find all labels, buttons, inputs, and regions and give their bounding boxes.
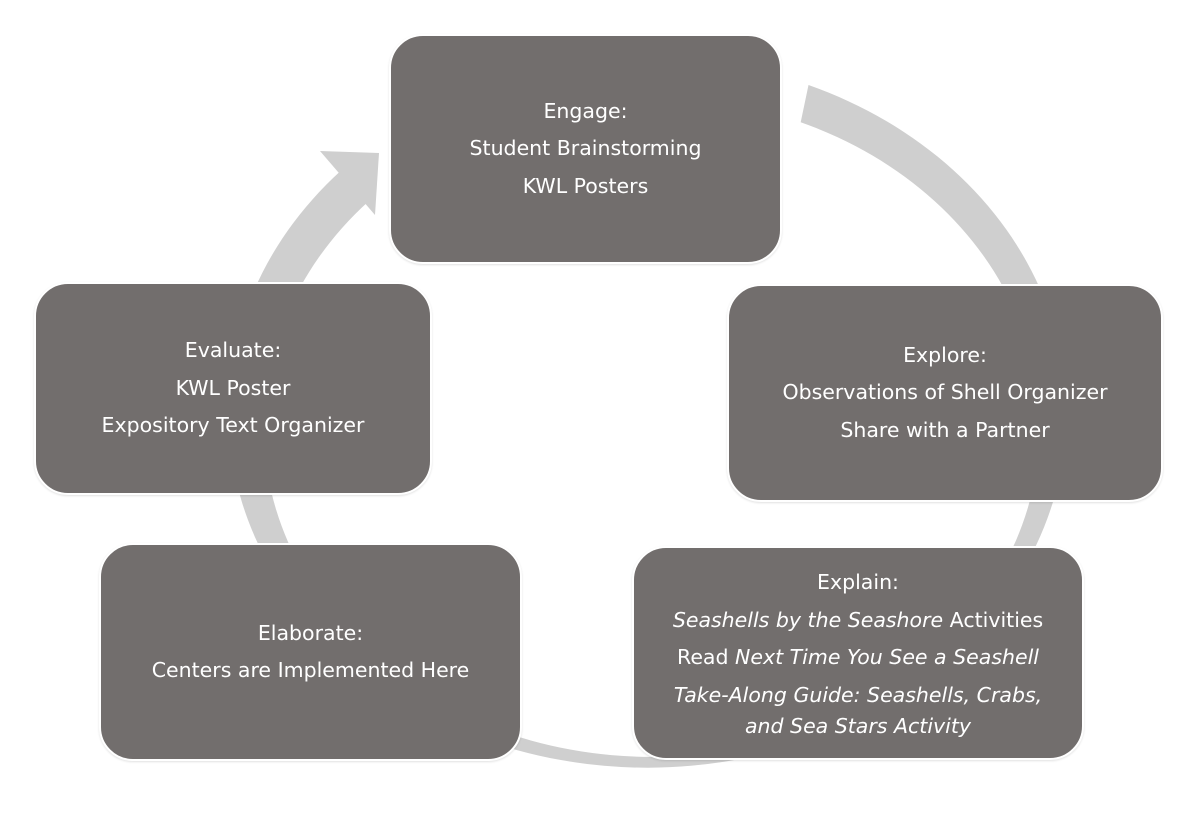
elaborate-title: Elaborate: [257, 620, 364, 645]
elaborate-item-centers: Centers are Implemented Here [151, 658, 470, 682]
engage-item-brainstorming: Student Brainstorming [469, 136, 702, 161]
explain-activities-suffix: Activities [943, 607, 1044, 632]
engage-stage-box: Engage: Student Brainstorming KWL Poster… [389, 34, 782, 264]
explain-title: Explain: [817, 570, 899, 595]
explain-read-prefix: Read [677, 645, 736, 670]
explore-title: Explore: [903, 342, 987, 367]
evaluate-stage-box: Evaluate: KWL Poster Expository Text Org… [34, 282, 432, 495]
explain-book-title-seashore: Seashells by the Seashore [672, 607, 944, 632]
explore-stage-box: Explore: Observations of Shell Organizer… [727, 284, 1163, 502]
explore-item-share: Share with a Partner [840, 417, 1050, 442]
explain-item-take-along-guide: Take-Along Guide: Seashells, Crabs, and … [673, 682, 1043, 738]
engage-item-kwl-posters: KWL Posters [522, 173, 649, 198]
explain-book-title-next-time: Next Time You See a Seashell [735, 645, 1039, 670]
elaborate-stage-box: Elaborate: Centers are Implemented Here [99, 543, 522, 761]
cycle-arrowhead [320, 151, 379, 215]
evaluate-item-expository-organizer: Expository Text Organizer [101, 413, 365, 438]
evaluate-title: Evaluate: [184, 338, 282, 363]
explain-stage-box: Explain: Seashells by the Seashore Activ… [632, 546, 1084, 760]
explain-item-seashells-activities: Seashells by the Seashore Activities [673, 602, 1043, 640]
evaluate-item-kwl-poster: KWL Poster [175, 375, 291, 400]
engage-title: Engage: [543, 98, 628, 123]
explore-item-observations: Observations of Shell Organizer [782, 380, 1108, 405]
explain-item-read: Read Next Time You See a Seashell [677, 639, 1039, 677]
